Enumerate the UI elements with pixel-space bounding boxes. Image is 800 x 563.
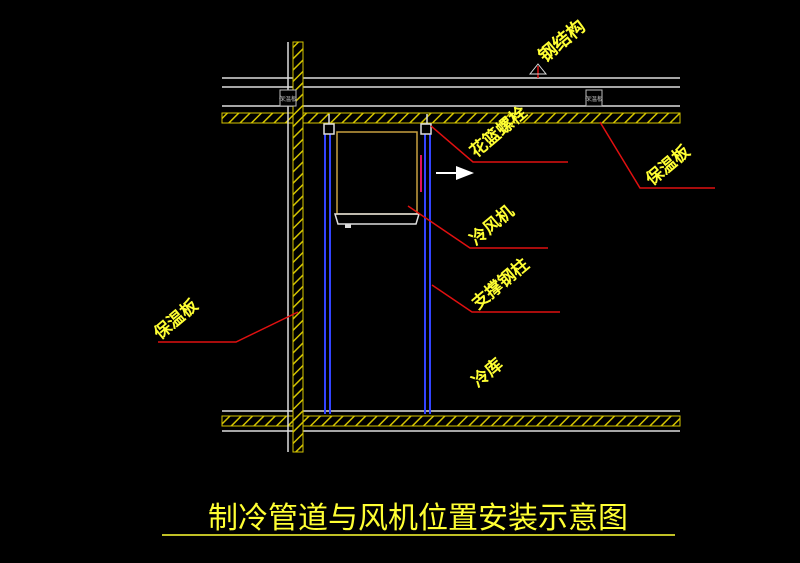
floor-insulation-board xyxy=(221,410,681,432)
cooling-fan-unit xyxy=(333,131,422,228)
label-anchor-bolt: 花篮螺栓 xyxy=(466,102,532,162)
diagram-title: 制冷管道与风机位置安装示意图 xyxy=(208,501,628,536)
label-cold-room: 冷库 xyxy=(468,354,508,392)
leader-lines xyxy=(158,66,715,343)
ceiling-insulation-board xyxy=(221,112,681,124)
label-support-column: 支撑钢柱 xyxy=(468,254,534,314)
label-steel-structure: 钢结构 xyxy=(534,15,590,67)
support-column-left xyxy=(324,130,331,414)
airflow-arrow xyxy=(436,166,474,180)
wall-insulation-board xyxy=(287,41,304,453)
svg-text:保温板: 保温板 xyxy=(279,95,297,103)
svg-text:保温板: 保温板 xyxy=(585,95,603,103)
tag-right: 保温板 xyxy=(585,89,603,107)
label-cooling-fan: 冷风机 xyxy=(466,201,519,250)
anchor-bolt-left xyxy=(323,114,335,135)
label-insulation-board-right: 保温板 xyxy=(641,140,695,190)
steel-structure-marker xyxy=(528,63,548,75)
anchor-bolt-right xyxy=(420,114,432,135)
tag-left: 保温板 xyxy=(279,89,297,107)
label-insulation-board-left: 保温板 xyxy=(149,294,203,344)
support-column-right xyxy=(424,130,431,414)
